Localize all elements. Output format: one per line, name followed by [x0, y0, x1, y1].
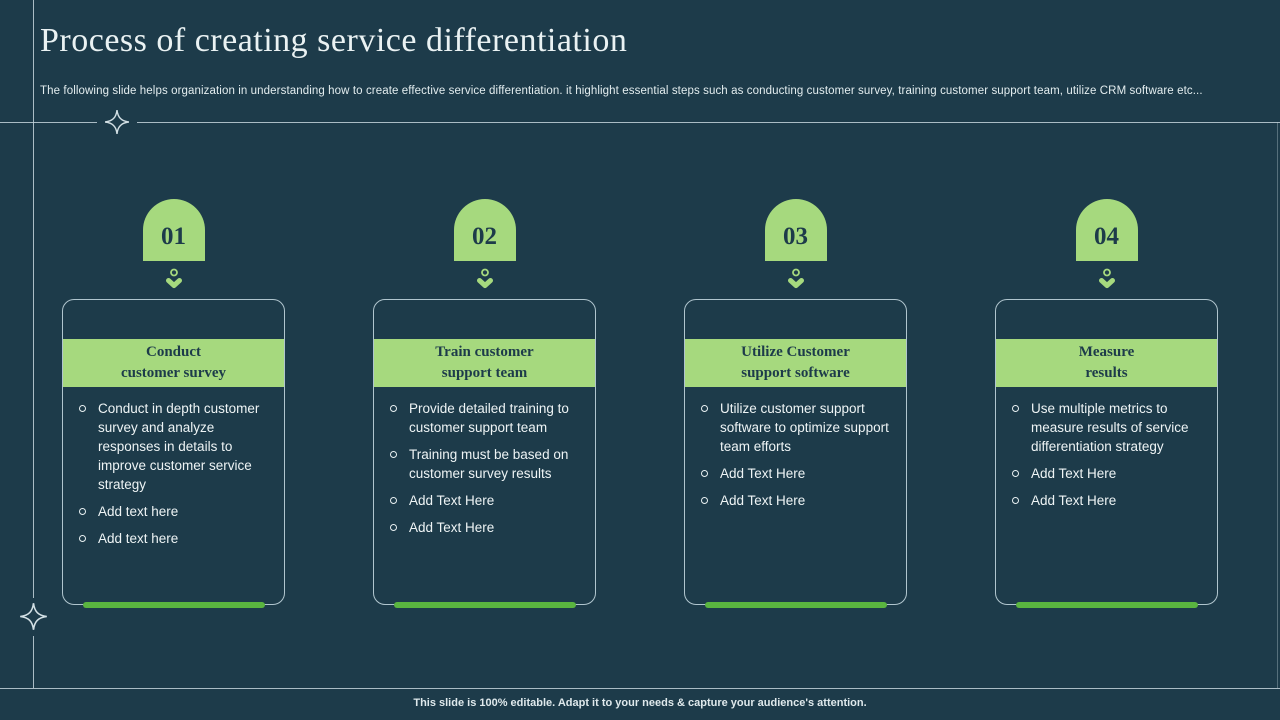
bullet-text: Add text here — [98, 504, 179, 519]
bullet-item: Use multiple metrics to measure results … — [1012, 399, 1209, 456]
left-frame-line-bottom — [33, 636, 34, 688]
arrow-down-icon — [476, 268, 494, 294]
card-title: Train customer support team — [374, 339, 595, 387]
card-title-line2: support software — [741, 365, 850, 381]
step-number-badge: 03 — [764, 199, 827, 261]
bullet-text: Add Text Here — [720, 493, 806, 508]
bullet-item: Add Text Here — [701, 464, 898, 483]
step-card: Utilize Customer support software Utiliz… — [684, 299, 907, 608]
arrow-down-icon — [787, 268, 805, 294]
card-title-line2: customer survey — [120, 365, 227, 381]
step-column-4: 04 Measure results Use multiple metrics … — [995, 199, 1218, 608]
bullet-marker-icon — [701, 470, 708, 477]
bullet-list: Provide detailed training to customer su… — [390, 399, 587, 537]
bullet-marker-icon — [390, 497, 397, 504]
card-title: Utilize Customer support software — [685, 339, 906, 387]
bullet-marker-icon — [701, 497, 708, 504]
right-frame-line — [1277, 122, 1278, 688]
step-number: 02 — [472, 223, 497, 250]
step-number-badge: 01 — [142, 199, 205, 261]
card-title: Measure results — [996, 339, 1217, 387]
bullet-item: Add Text Here — [1012, 464, 1209, 483]
bullet-item: Add Text Here — [390, 491, 587, 510]
bullet-item: Add text here — [79, 529, 276, 548]
bullet-item: Conduct in depth customer survey and ana… — [79, 399, 276, 494]
bullet-text: Training must be based on customer surve… — [409, 447, 569, 481]
card-title-line2: results — [1085, 365, 1128, 381]
arrow-down-icon — [1098, 268, 1116, 294]
bullet-item: Add Text Here — [1012, 491, 1209, 510]
bullet-marker-icon — [390, 451, 397, 458]
bullet-item: Utilize customer support software to opt… — [701, 399, 898, 456]
bullet-text: Add Text Here — [409, 493, 495, 508]
bullet-text: Add text here — [98, 531, 179, 546]
bottom-divider-line — [0, 688, 1280, 689]
step-number: 04 — [1094, 223, 1119, 250]
bullet-text: Add Text Here — [720, 466, 806, 481]
step-number: 01 — [161, 223, 186, 250]
top-divider-line-right — [137, 122, 1280, 123]
card-title-line1: Measure — [1078, 344, 1135, 360]
bullet-text: Use multiple metrics to measure results … — [1031, 401, 1189, 454]
card-title-line1: Train customer — [435, 344, 534, 360]
steps-row: 01 Conduct customer survey Conduct in de… — [62, 199, 1218, 608]
top-divider-line-left — [0, 122, 97, 123]
step-card: Train customer support team Provide deta… — [373, 299, 596, 608]
bullet-marker-icon — [79, 508, 86, 515]
bullet-marker-icon — [79, 535, 86, 542]
card-title-line1: Utilize Customer — [741, 344, 850, 360]
bullet-text: Conduct in depth customer survey and ana… — [98, 401, 260, 492]
arrow-down-icon — [165, 268, 183, 294]
card-title-line1: Conduct — [145, 344, 201, 360]
step-card: Conduct customer survey Conduct in depth… — [62, 299, 285, 608]
sparkle-star-icon — [19, 602, 48, 636]
step-column-1: 01 Conduct customer survey Conduct in de… — [62, 199, 285, 608]
page-title: Process of creating service differentiat… — [40, 22, 628, 59]
left-frame-line-top — [33, 0, 34, 598]
bullet-text: Utilize customer support software to opt… — [720, 401, 889, 454]
step-number: 03 — [783, 223, 808, 250]
card-accent-bar — [1015, 602, 1198, 608]
page-subtitle: The following slide helps organization i… — [40, 85, 1203, 97]
footer-note: This slide is 100% editable. Adapt it to… — [413, 697, 867, 709]
bullet-item: Add Text Here — [701, 491, 898, 510]
bullet-marker-icon — [79, 405, 86, 412]
bullet-marker-icon — [701, 405, 708, 412]
bullet-item: Provide detailed training to customer su… — [390, 399, 587, 437]
step-column-2: 02 Train customer support team Provide d… — [373, 199, 596, 608]
bullet-list: Conduct in depth customer survey and ana… — [79, 399, 276, 548]
step-card: Measure results Use multiple metrics to … — [995, 299, 1218, 608]
bullet-list: Utilize customer support software to opt… — [701, 399, 898, 510]
bullet-marker-icon — [390, 405, 397, 412]
step-number-badge: 02 — [453, 199, 516, 261]
bullet-text: Provide detailed training to customer su… — [409, 401, 569, 435]
bullet-item: Training must be based on customer surve… — [390, 445, 587, 483]
bullet-marker-icon — [1012, 497, 1019, 504]
step-column-3: 03 Utilize Customer support software Uti… — [684, 199, 907, 608]
sparkle-star-icon — [104, 109, 130, 140]
bullet-item: Add Text Here — [390, 518, 587, 537]
bullet-text: Add Text Here — [409, 520, 495, 535]
bullet-text: Add Text Here — [1031, 466, 1117, 481]
bullet-marker-icon — [1012, 405, 1019, 412]
card-title-line2: support team — [441, 365, 528, 381]
card-accent-bar — [704, 602, 887, 608]
bullet-text: Add Text Here — [1031, 493, 1117, 508]
card-title: Conduct customer survey — [63, 339, 284, 387]
card-accent-bar — [82, 602, 265, 608]
bullet-marker-icon — [390, 524, 397, 531]
bullet-list: Use multiple metrics to measure results … — [1012, 399, 1209, 510]
card-accent-bar — [393, 602, 576, 608]
bullet-marker-icon — [1012, 470, 1019, 477]
bullet-item: Add text here — [79, 502, 276, 521]
step-number-badge: 04 — [1075, 199, 1138, 261]
